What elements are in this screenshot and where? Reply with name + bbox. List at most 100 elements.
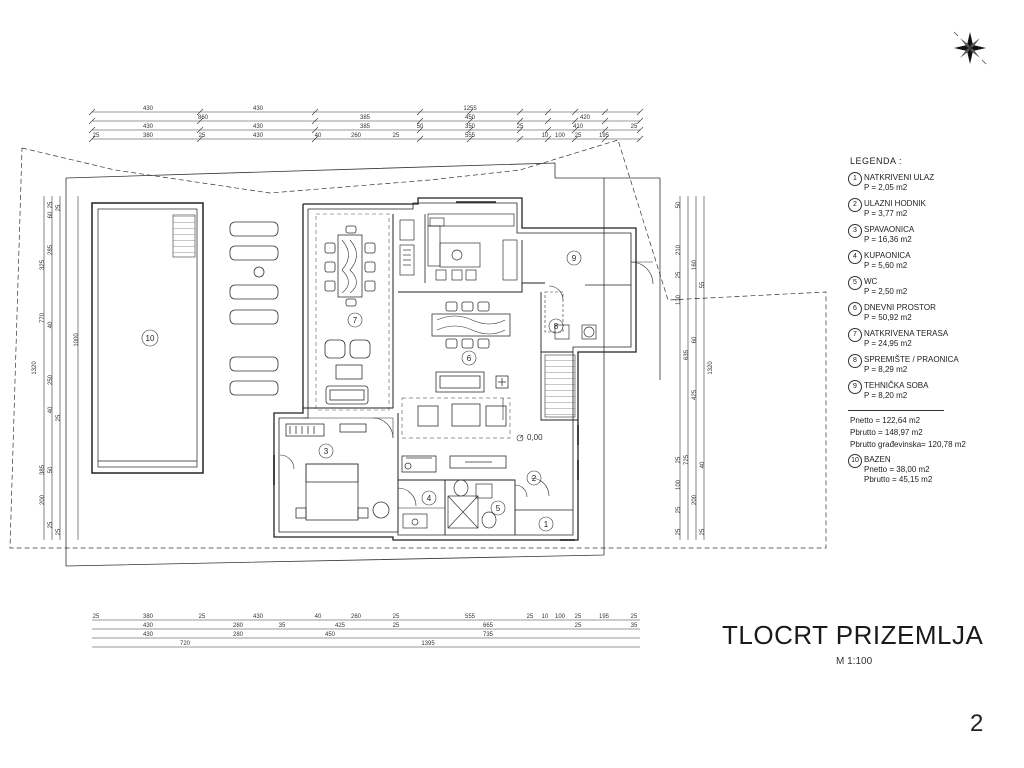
- legend-item: 7 NATKRIVENA TERASA P = 24,95 m2: [846, 328, 1006, 354]
- room-label-8: 8: [554, 322, 559, 331]
- top-dim-r4-3: 430: [253, 133, 264, 139]
- legend-room-name: NATKRIVENA TERASA: [864, 329, 949, 339]
- legend-item: 9 TEHNIČKA SOBA P = 8,20 m2: [846, 380, 1006, 406]
- right-dim-c3-3: 425: [692, 389, 698, 400]
- top-dim-r3-0: 430: [143, 124, 154, 130]
- dimension-tick: [571, 135, 579, 143]
- dimension-tick: [416, 117, 424, 125]
- room-label-4: 4: [427, 494, 432, 503]
- legend-totals: Pnetto = 122,64 m2 Pbrutto = 148,97 m2 P…: [850, 415, 1006, 450]
- legend-number: 2: [848, 198, 862, 213]
- top-dim-r4-2: 25: [199, 133, 206, 139]
- right-dim-c4-5: 100: [676, 479, 682, 490]
- legend-item: 6 DNEVNI PROSTOR P = 50,92 m2: [846, 302, 1006, 328]
- north-arrow-icon: [953, 31, 987, 65]
- house-walls: [273, 197, 637, 541]
- dimension-tick: [466, 135, 474, 143]
- legend-pool-pbrutto: Pbrutto = 45,15 m2: [864, 475, 933, 485]
- top-dim-r4-1: 380: [143, 133, 154, 139]
- legend-room-name: KUPAONICA: [864, 251, 911, 261]
- bottom-dim-r2-3: 425: [335, 623, 346, 629]
- left-dim-c1-0: 1320: [32, 361, 38, 375]
- top-dim-r1-0: 430: [143, 106, 154, 112]
- legend-number: 7: [848, 328, 862, 343]
- drawing-scale: M 1:100: [836, 656, 873, 667]
- right-dim-c4-2: 25: [676, 271, 682, 278]
- legend-room-area: P = 2,05 m2: [864, 183, 908, 193]
- legend-room-area: P = 24,95 m2: [864, 339, 912, 349]
- left-dimension-lines: [43, 196, 79, 540]
- legend-room-area: P = 50,92 m2: [864, 313, 912, 323]
- legend-room-area: P = 2,50 m2: [864, 287, 908, 297]
- right-dim-c3-0: 55: [700, 281, 706, 288]
- dimension-tick: [636, 117, 644, 125]
- top-dim-r4-7: 50: [417, 124, 424, 130]
- bottom-dim-r1-11: 25: [575, 614, 582, 620]
- dimension-tick: [311, 108, 319, 116]
- legend-room-name: SPAVAONICA: [864, 225, 915, 235]
- bottom-dim-r1-7: 555: [465, 614, 476, 620]
- top-dimension-ticks: [88, 108, 644, 143]
- bottom-dim-r3-3: 735: [483, 632, 494, 638]
- bottom-dim-r2-6: 25: [575, 623, 582, 629]
- legend-item: 2 ULAZNI HODNIK P = 3,77 m2: [846, 198, 1006, 224]
- bottom-dim-r2-2: 35: [279, 623, 286, 629]
- legend-number: 3: [848, 224, 862, 239]
- dimension-tick: [516, 108, 524, 116]
- room-labels: 1 2 3 4 5 6 7 8 9 10: [141, 250, 582, 532]
- dimension-tick: [544, 126, 552, 134]
- dimension-tick: [601, 135, 609, 143]
- left-dimension-text: 1320 1000 325 770 385 200 25 60 25 285 4…: [32, 201, 80, 535]
- top-dim-r4-13: 195: [599, 133, 610, 139]
- legend-item: 8 SPREMIŠTE / PRAONICA P = 8,29 m2: [846, 354, 1006, 380]
- dimension-tick: [601, 117, 609, 125]
- level-marker: 0,00: [516, 433, 543, 442]
- bottom-dim-r1-2: 25: [199, 614, 206, 620]
- room-label-3: 3: [324, 447, 329, 456]
- dimension-tick: [88, 135, 96, 143]
- top-dim-r2-3: 420: [580, 115, 591, 121]
- bottom-dim-r1-0: 25: [93, 614, 100, 620]
- top-dim-r4-10: 10: [542, 133, 549, 139]
- dimension-tick: [571, 117, 579, 125]
- terrace-dining-set: [324, 225, 376, 307]
- legend-room-name: NATKRIVENI ULAZ: [864, 173, 935, 183]
- right-dim-c2-0: 635: [684, 349, 690, 360]
- bottom-dim-r1-10: 100: [555, 614, 566, 620]
- bottom-dim-r4-0: 720: [180, 641, 191, 647]
- legend-item-pool: 10 BAZEN Pnetto = 38,00 m2 Pbrutto = 45,…: [846, 454, 1006, 494]
- legend-room-area: P = 3,77 m2: [864, 209, 908, 219]
- legend-number: 6: [848, 302, 862, 317]
- legend-number: 8: [848, 354, 862, 369]
- legend-item: 4 KUPAONICA P = 5,60 m2: [846, 250, 1006, 276]
- bottom-dim-r1-6: 25: [393, 614, 400, 620]
- bottom-dimension-lines: [92, 619, 640, 648]
- dimension-tick: [311, 126, 319, 134]
- top-dim-r4-12: 25: [575, 133, 582, 139]
- legend-item: 5 WC P = 2,50 m2: [846, 276, 1006, 302]
- dimension-tick: [601, 126, 609, 134]
- kitchen: [399, 213, 518, 281]
- legend-item: 1 NATKRIVENI ULAZ P = 2,05 m2: [846, 172, 1006, 198]
- top-dimension-lines: [92, 111, 640, 140]
- bottom-dim-r1-12: 195: [599, 614, 610, 620]
- right-dim-c4-3: 130: [676, 294, 682, 305]
- legend-room-name: SPREMIŠTE / PRAONICA: [864, 355, 959, 365]
- windows: [273, 197, 579, 541]
- right-dim-c2-1: 725: [684, 454, 690, 465]
- total-pnetto: Pnetto = 122,64 m2: [850, 416, 921, 426]
- legend-room-area: P = 16,36 m2: [864, 235, 912, 245]
- living-dining-set: [431, 301, 511, 349]
- bottom-dim-r1-5: 260: [351, 614, 362, 620]
- bottom-dim-r2-0: 430: [143, 623, 154, 629]
- level-mark-text: 0,00: [527, 433, 543, 442]
- dimension-tick: [544, 108, 552, 116]
- right-dim-c1-0: 1320: [708, 361, 714, 375]
- left-dim-c4-10: 25: [56, 528, 62, 535]
- staircase: [544, 291, 576, 418]
- top-dim-r3-1: 430: [253, 124, 264, 130]
- right-dim-c4-7: 25: [676, 528, 682, 535]
- dimension-tick: [466, 108, 474, 116]
- left-dim-c2-0: 1000: [74, 333, 80, 347]
